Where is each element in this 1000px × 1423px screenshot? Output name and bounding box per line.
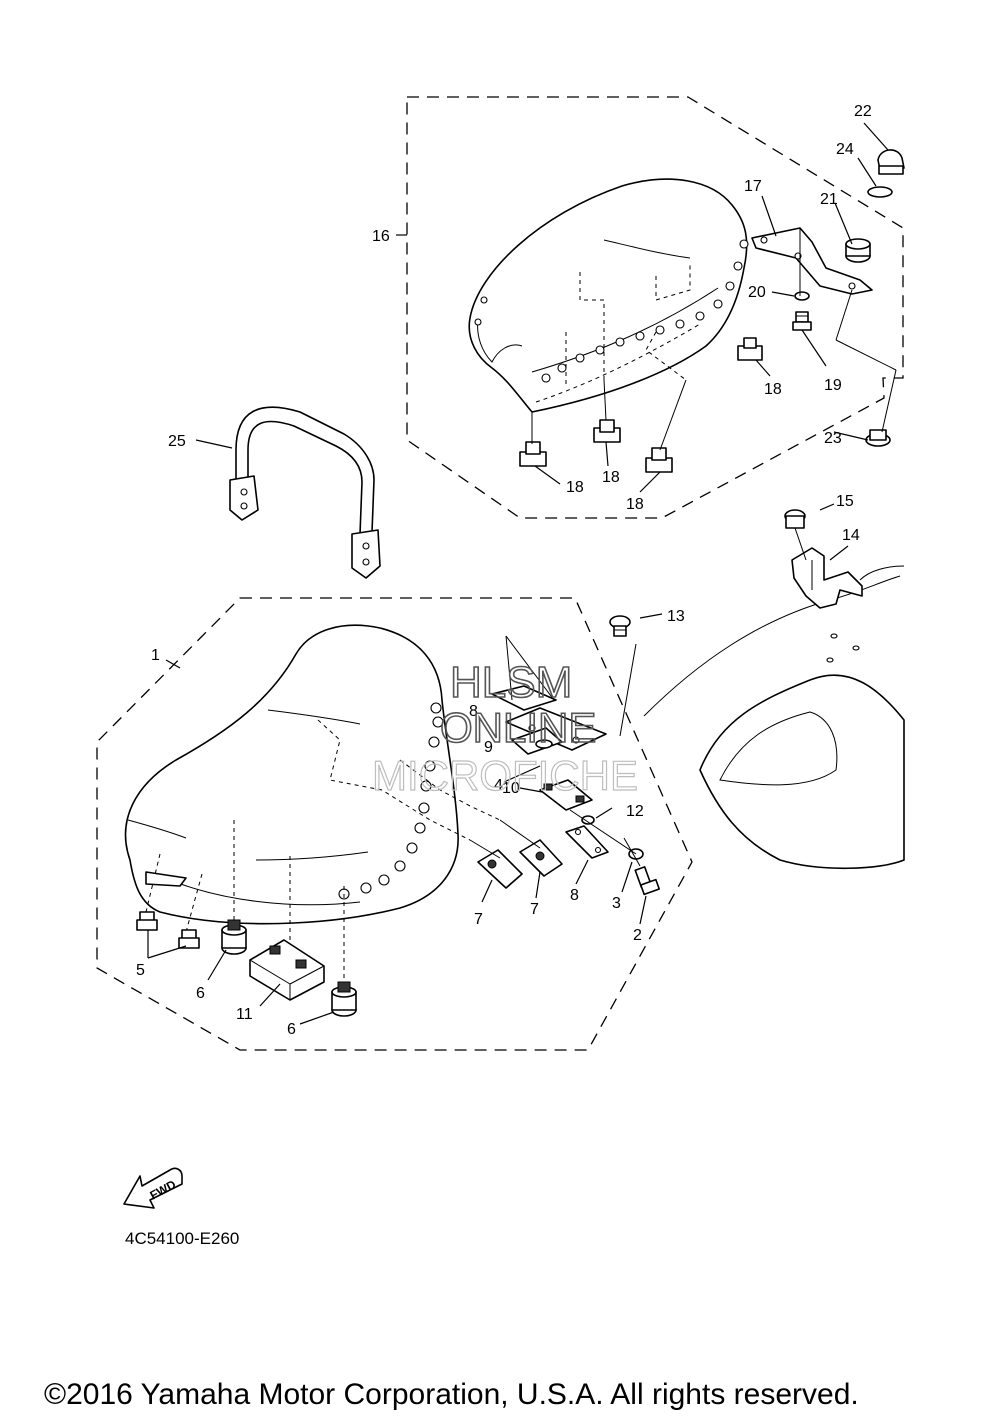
callout-2: 2	[633, 927, 642, 944]
callout-7-right: 7	[530, 901, 539, 918]
washer-12	[581, 815, 595, 825]
studs	[136, 911, 200, 949]
nut-clips	[519, 337, 763, 473]
nut-10	[539, 779, 593, 811]
callout-4: 4	[494, 777, 503, 794]
damper-6-lower	[331, 981, 357, 1017]
washer-24	[867, 186, 893, 198]
nut-9	[511, 727, 563, 755]
callout-10: 10	[502, 780, 520, 797]
callout-8-upper: 8	[469, 703, 478, 720]
callout-13: 13	[667, 608, 685, 625]
callout-3: 3	[612, 895, 621, 912]
bracket-8-upper	[491, 685, 557, 711]
upper-leaders	[396, 122, 897, 493]
callout-24: 24	[836, 141, 854, 158]
nut-23	[865, 429, 891, 447]
diagram-code: 4C54100-E260	[125, 1229, 240, 1248]
callout-7-left: 7	[474, 911, 483, 928]
callout-16: 16	[372, 228, 390, 245]
callout-18-right-lower: 18	[626, 496, 644, 513]
callout-17: 17	[744, 178, 762, 195]
lower-leaders	[147, 503, 849, 1025]
callout-6-upper: 6	[196, 985, 205, 1002]
bolt-15	[784, 509, 807, 561]
bolt-13	[609, 615, 631, 637]
callout-18-left: 18	[566, 479, 584, 496]
callout-1: 1	[151, 647, 160, 664]
callout-19: 19	[824, 377, 842, 394]
callout-20: 20	[748, 284, 766, 301]
grommet	[845, 238, 871, 263]
callout-23: 23	[824, 430, 842, 447]
callout-21: 21	[820, 191, 838, 208]
passenger-seat-group-outline	[406, 96, 904, 519]
callout-8-lower: 8	[570, 887, 579, 904]
callout-18-center: 18	[602, 469, 620, 486]
acorn-nut	[877, 149, 905, 175]
plate-bracket-4	[505, 707, 607, 751]
callout-14: 14	[842, 527, 860, 544]
rider-seat-group-outline	[96, 597, 693, 1051]
callout-22: 22	[854, 103, 872, 120]
bracket-8-lower	[565, 825, 609, 859]
rider-seat	[124, 624, 501, 986]
callout-25: 25	[168, 433, 186, 450]
callout-11: 11	[236, 1006, 253, 1023]
callout-12: 12	[626, 803, 644, 820]
seat-blocks	[477, 839, 563, 889]
bolt-2	[634, 866, 661, 896]
callout-labels: 1 2 3 4 5 6 6 7 7 8 8 9 10 11 12 13 14 1…	[136, 103, 872, 1038]
fwd-arrow-icon: FWD	[123, 1167, 183, 1209]
callout-5: 5	[136, 962, 145, 979]
grab-strap	[195, 406, 381, 579]
rear-fender	[643, 565, 905, 870]
watermark: HLSM ONLINE MICROFICHE	[371, 657, 638, 799]
callout-18-right: 18	[764, 381, 782, 398]
copyright-notice: ©2016 Yamaha Motor Corporation, U.S.A. A…	[44, 1378, 859, 1411]
watermark-line-3: MICROFICHE	[372, 752, 638, 799]
washer-20	[794, 291, 810, 301]
seat-bracket-14	[791, 547, 863, 609]
bolt-19	[792, 311, 812, 331]
callout-6-lower: 6	[287, 1021, 296, 1038]
damper-6-upper	[221, 919, 247, 955]
callout-15: 15	[836, 493, 854, 510]
rear-bracket	[751, 227, 873, 295]
watermark-line-2: ONLINE	[440, 704, 596, 751]
callout-9: 9	[484, 739, 493, 756]
damper-block	[249, 939, 325, 1001]
watermark-line-1: HLSM	[450, 658, 572, 707]
passenger-seat	[468, 178, 749, 413]
